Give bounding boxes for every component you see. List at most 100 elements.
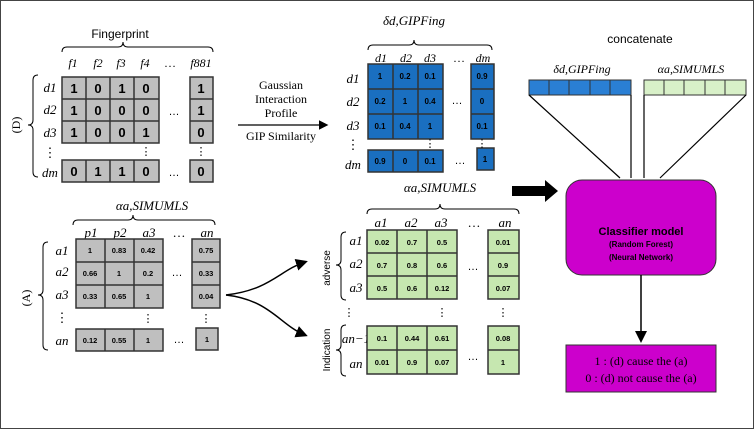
gip-col-labels: d1 d2 d3 … dm [375,51,491,65]
gip-values: 1 0.2 0.1 0.9 0.2 1 0.4 0 0.1 0.4 1 0.1 … [374,72,488,166]
indication-values: 0.1 0.44 0.61 0.08 0.01 0.9 0.07 1 [375,334,511,367]
adverse-cell: 0.02 [375,238,390,247]
split-ellipses: … … ⋮ ⋮ ⋮ [344,261,509,363]
sim-cell: 0.12 [83,336,98,345]
split-arrow-upper [225,259,308,296]
adverse-cell: 0.6 [407,284,417,293]
sim-cell: 0.33 [83,292,98,301]
sim-col: p1 [84,225,98,240]
concat-right-vector [643,79,747,96]
adverse-cell: 0.9 [498,261,508,270]
sim-last-col-block [191,238,221,309]
sim-corner-block [195,327,219,351]
fingerprint-grid [61,76,214,183]
concat-left-label: δd,GIPFing [553,62,610,76]
fp-cell: 0 [94,103,101,118]
indication-cell: 0.44 [405,334,420,343]
adverse-cell: 0.8 [407,261,417,270]
adverse-cell: 0.01 [496,238,511,247]
gip-hdots: … [455,155,466,167]
fp-ellipses: … … ⋮ ⋮ [141,106,207,179]
indication-brace [335,324,347,377]
fp-vdots: ⋮ [196,146,207,158]
indication-cell: 0.61 [435,334,450,343]
fingerprint-set-label: (D) [9,117,23,134]
sim-cell: 0.33 [199,269,214,278]
indication-cell: 0.08 [496,334,511,343]
indication-cell: 0.07 [435,358,450,367]
fp-cell: 0 [142,103,149,118]
fp-cell: 0 [94,81,101,96]
fp-cell: 0 [142,81,149,96]
sim-set-label: (A) [19,290,33,307]
gip-grid [367,63,495,173]
gip-row: dm [345,157,361,172]
gip-col: dm [476,51,491,65]
gip-cell: 0 [480,97,485,106]
gip-cell: 1 [428,122,433,131]
fp-cell: 0 [197,164,204,179]
fp-row-d2: d2 [44,102,58,117]
gip-title-text: δd,GIPFing [383,13,446,28]
classifier-title: Classifier model [599,226,684,238]
split-arrow-lower [225,294,308,338]
indication-cell: 0.01 [375,358,390,367]
concat-left-dividers [548,80,611,95]
sim-vdots: ⋮ [143,313,154,325]
fp-col-f1: f1 [68,56,77,70]
indication-row: an−1 [342,331,370,346]
adverse-cell: 0.07 [496,284,511,293]
sim-hdots: … [172,267,183,279]
gip-row: ⋮ [347,137,360,152]
fingerprint-row-labels: d1 d2 d3 ⋮ dm [42,80,58,180]
adverse-grid [366,229,520,300]
concat-left-block [528,79,632,96]
gip-col: d3 [424,51,436,65]
gip-cell: 0.1 [374,122,386,131]
gip-cell: 0.1 [424,72,436,81]
fp-cell: 0 [70,164,77,179]
sim-cell: 0.66 [83,269,98,278]
fp-row-dm: dm [42,165,58,180]
adverse-last-col-block [487,229,520,300]
adverse-cell: 0.5 [437,238,447,247]
sim-grid-lines [76,239,220,351]
gip-cell: 0.4 [399,122,411,131]
adverse-cell: 0.6 [437,261,447,270]
output-line2: 0 : (d) not cause the (a) [585,371,696,385]
sim-cell: 0.2 [143,269,153,278]
gip-line4: GIP Similarity [246,129,316,143]
split-col: … [468,215,481,230]
sim-row: a2 [56,264,70,279]
sim-left-brace [37,241,49,351]
fp-cell: 1 [118,164,125,179]
fingerprint-values: 1 0 1 0 1 1 0 0 0 1 1 0 0 1 0 0 1 1 0 0 [70,81,204,179]
gip-cell: 0.9 [374,157,386,166]
indication-cell: 1 [501,358,505,367]
adverse-brace [335,231,347,301]
sim-row-labels: a1 a2 a3 ⋮ an [56,243,70,348]
concat-right-label: αa,SIMUMLS [658,62,725,76]
gip-top-brace [367,39,493,51]
classifier-input-arrow [512,180,558,202]
sim-col: a3 [143,225,157,240]
gip-ellipses: … … ⋮ ⋮ [425,95,488,167]
indication-cell: 0.1 [377,334,387,343]
gip-row: d2 [347,94,361,109]
sim-cell: 1 [117,269,121,278]
adverse-grid-lines [367,230,519,299]
gip-cell: 0.2 [399,72,411,81]
sim-cell: 1 [146,292,150,301]
indication-cell: 0.9 [407,358,417,367]
adverse-values: 0.02 0.7 0.5 0.01 0.7 0.8 0.6 0.9 0.5 0.… [375,238,511,293]
indication-row: an [350,356,363,371]
fp-cell: 1 [197,103,204,118]
fp-cell: 0 [197,125,204,140]
sim-grid [75,238,221,352]
gip-transform: Gaussian Interaction Profile GIP Similar… [246,78,316,143]
fp-col-f4: f4 [140,56,149,70]
fp-col-f2: f2 [93,56,102,70]
sim-cell: 0.65 [112,292,127,301]
sim-cell: 0.55 [112,336,127,345]
fp-vdots: ⋮ [141,146,152,158]
